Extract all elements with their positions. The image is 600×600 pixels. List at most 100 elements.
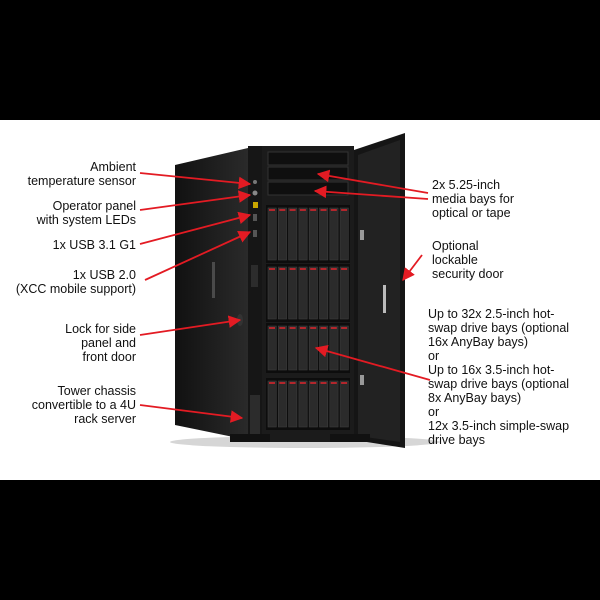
drive-bay-tab: [330, 209, 337, 211]
drive-bay-tab: [320, 327, 327, 329]
drive-bay-tab: [330, 327, 337, 329]
label-tower-chassis: Tower chassis convertible to a 4U rack s…: [31, 384, 136, 426]
drive-bay-tab: [279, 268, 286, 270]
bottom-black-band: [0, 480, 600, 600]
drive-bay-tab: [310, 209, 317, 211]
drive-bay-tab: [269, 382, 275, 384]
drive-bay-tab: [269, 209, 275, 211]
drive-bay: [329, 380, 339, 428]
drive-bay-tab: [320, 268, 327, 270]
drive-bay: [298, 325, 308, 371]
drive-bay: [339, 266, 349, 320]
arrow-usb31: [139, 211, 252, 245]
status-led: [253, 202, 258, 208]
drive-bay: [339, 207, 349, 261]
drive-bay-tab: [299, 327, 306, 329]
door-hinge-1: [360, 230, 364, 240]
drive-bay-tab: [299, 382, 306, 384]
power-led: [252, 190, 258, 196]
drive-bay: [288, 266, 298, 320]
label-media-bays: 2x 5.25-inch media bays for optical or t…: [432, 178, 514, 220]
drive-bay: [267, 207, 277, 261]
drive-bay-tab: [310, 268, 317, 270]
drive-bay-tab: [341, 327, 348, 329]
label-operator-panel: Operator panel with system LEDs: [36, 199, 136, 227]
label-drive-bays: Up to 32x 2.5-inch hot- swap drive bays …: [428, 307, 570, 447]
thinksystem-badge: [250, 395, 260, 435]
arrow-operator: [139, 190, 252, 211]
drive-bay: [277, 380, 287, 428]
arrow-lock: [139, 315, 242, 336]
side-panel: [175, 148, 248, 440]
drive-bay: [329, 325, 339, 371]
drive-bay-tab: [299, 209, 306, 211]
drive-bay: [319, 207, 329, 261]
label-lock: Lock for side panel and front door: [65, 322, 136, 364]
drive-bay-tab: [330, 268, 337, 270]
arrow-media-2: [313, 185, 429, 200]
drive-bay: [277, 325, 287, 371]
drive-bay: [319, 380, 329, 428]
drive-bay-tab: [289, 268, 296, 270]
drive-bay-tab: [269, 327, 275, 329]
arrow-chassis: [139, 404, 244, 423]
lenovo-badge-plate: [251, 265, 258, 287]
drive-bay-tab: [320, 209, 327, 211]
security-door-inner: [358, 140, 400, 442]
drive-bay: [267, 325, 277, 371]
arrow-door: [402, 254, 423, 282]
drive-bay: [288, 207, 298, 261]
control-strip: [248, 146, 262, 442]
drive-cage: [266, 205, 350, 430]
drive-bay-tab: [289, 209, 296, 211]
drive-bay-tab: [341, 382, 348, 384]
ambient-sensor-dot: [253, 180, 257, 184]
callout-arrows: [139, 169, 431, 423]
usb31-port: [253, 214, 257, 221]
drive-bay-tab: [310, 327, 317, 329]
drive-bay: [298, 266, 308, 320]
drive-bay-tab: [289, 382, 296, 384]
label-security-door: Optional lockable security door: [432, 239, 504, 281]
drive-bay: [339, 325, 349, 371]
drive-bay-tab: [299, 268, 306, 270]
drive-bay: [298, 207, 308, 261]
drive-bay: [308, 380, 318, 428]
drive-bay: [319, 325, 329, 371]
drive-bay: [267, 266, 277, 320]
foot-left: [230, 434, 270, 442]
side-vent: [212, 262, 215, 298]
usb20-port: [253, 230, 257, 237]
label-usb31: 1x USB 3.1 G1: [52, 238, 136, 252]
drive-bay-tab: [310, 382, 317, 384]
drive-bay-tab: [341, 209, 348, 211]
drive-bay: [308, 266, 318, 320]
drive-bay-tab: [269, 268, 275, 270]
drive-bay: [329, 266, 339, 320]
drive-bay-tab: [279, 327, 286, 329]
arrow-media-1: [316, 169, 429, 194]
top-black-band: [0, 0, 600, 120]
drive-bay: [267, 380, 277, 428]
foot-right: [330, 434, 370, 442]
label-usb20: 1x USB 2.0 (XCC mobile support): [15, 268, 136, 296]
arrow-drive-bays: [314, 344, 431, 381]
arrow-usb20: [144, 230, 252, 281]
drive-bay: [329, 207, 339, 261]
arrow-ambient: [139, 172, 252, 190]
door-handle: [383, 285, 386, 313]
drive-bay-tab: [279, 382, 286, 384]
drive-bay-tab: [330, 382, 337, 384]
drive-bay-tab: [320, 382, 327, 384]
media-bay-2: [267, 166, 349, 181]
door-hinge-2: [360, 375, 364, 385]
label-ambient-sensor: Ambient temperature sensor: [27, 160, 136, 188]
drive-bay: [319, 266, 329, 320]
drive-bay-tab: [289, 327, 296, 329]
drive-bay-tab: [341, 268, 348, 270]
drive-bay: [298, 380, 308, 428]
drive-bay: [339, 380, 349, 428]
drive-bay: [308, 207, 318, 261]
drive-bay: [288, 380, 298, 428]
